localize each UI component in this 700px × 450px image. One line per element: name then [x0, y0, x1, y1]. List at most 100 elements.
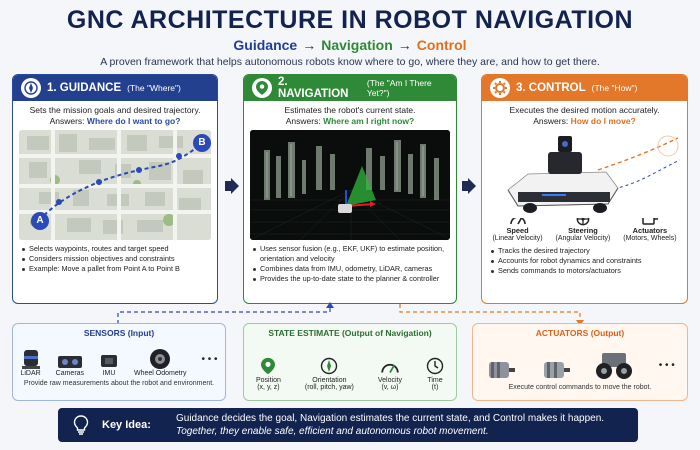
- guidance-answers: Answers: Where do I want to go?: [13, 116, 217, 126]
- control-stat-label: Speed: [506, 226, 529, 235]
- flow-arrow-2: →: [397, 37, 412, 53]
- sensor-label: IMU: [102, 370, 116, 377]
- guidance-bullets: Selects waypoints, routes and target spe…: [13, 240, 217, 274]
- camera-icon: [57, 356, 82, 368]
- key-idea-text: Guidance decides the goal, Navigation es…: [176, 412, 604, 438]
- flow-arrow-1: →: [302, 37, 317, 53]
- navigation-answers-question: Where am I right now?: [323, 116, 415, 126]
- gear-icon: [490, 78, 510, 98]
- control-heading: 3. CONTROL: [516, 82, 586, 94]
- navigation-heading: 2. NAVIGATION: [278, 76, 349, 100]
- control-bullet: Accounts for robot dynamics and constrai…: [490, 256, 679, 266]
- lightbulb-icon: [73, 415, 89, 435]
- guidance-map-image: A B: [19, 130, 211, 240]
- guidance-bullet: Example: Move a pallet from Point A to P…: [21, 264, 209, 274]
- gnc-flow-line: Guidance→Navigation→Control: [0, 37, 700, 53]
- control-stat-label: Actuators: [632, 226, 668, 235]
- sensor-lidar: LiDAR: [20, 348, 41, 377]
- sensor-imu: IMU: [99, 352, 119, 377]
- flow-guidance: Guidance: [233, 37, 298, 53]
- actuators-row: • • •: [473, 341, 687, 381]
- control-header: 3. CONTROL (The "How"): [482, 75, 687, 101]
- navigation-answers: Answers: Where am I right now?: [244, 116, 456, 126]
- navigation-answers-label: Answers:: [285, 116, 321, 126]
- sensors-box: SENSORS (Input) LiDAR Cameras IMU Wheel …: [12, 323, 226, 401]
- control-robot-image: [488, 130, 681, 218]
- state-label: Time: [427, 377, 443, 384]
- guidance-description: Sets the mission goals and desired traje…: [29, 105, 201, 115]
- navigation-panel: 2. NAVIGATION (The "Am I There Yet?") Es…: [243, 74, 457, 304]
- state-velocity: Velocity (v, ω): [378, 359, 402, 391]
- point-b-marker: B: [193, 134, 211, 152]
- navigation-bullet: Provides the up-to-date state to the pla…: [252, 274, 448, 284]
- navigation-bullet: Combines data from IMU, odometry, LiDAR,…: [252, 264, 448, 274]
- speedometer-icon: [381, 363, 399, 373]
- motor-icon: [543, 362, 570, 378]
- compass-icon: [321, 357, 338, 375]
- imu-icon: [101, 355, 118, 367]
- sensor-label: Wheel Odometry: [133, 370, 187, 377]
- state-label: Velocity: [377, 377, 402, 384]
- state-estimate-box: STATE ESTIMATE (Output of Navigation) Po…: [243, 323, 457, 401]
- clock-icon: [426, 357, 444, 375]
- wheel-icon: [150, 349, 171, 369]
- control-heading-sub: (The "How"): [591, 83, 638, 93]
- state-detail: (x, y, z): [257, 384, 280, 391]
- flow-navigation: Navigation: [321, 37, 393, 53]
- navigation-heading-sub: (The "Am I There Yet?"): [366, 78, 432, 98]
- sensor-wheel-odometry: Wheel Odometry: [134, 348, 187, 377]
- compass-icon: [21, 78, 41, 98]
- control-answers-label: Answers:: [533, 116, 569, 126]
- actuators-footer: Execute control commands to move the rob…: [508, 384, 652, 391]
- page-subtitle: A proven framework that helps autonomous…: [100, 56, 600, 68]
- location-pin-icon: [252, 78, 272, 98]
- key-idea-line2: Together, they enable safe, efficient an…: [176, 426, 489, 437]
- location-pin-icon: [261, 357, 276, 375]
- control-answers: Answers: How do I move?: [482, 116, 687, 126]
- lidar-icon: [21, 350, 40, 369]
- key-idea-banner: Key Idea: Guidance decides the goal, Nav…: [58, 408, 638, 442]
- state-position: Position (x, y, z): [256, 357, 281, 391]
- control-description: Executes the desired motion accurately.: [509, 105, 660, 115]
- control-stat-detail: (Linear Velocity): [492, 235, 543, 242]
- control-stat-label: Steering: [568, 226, 598, 235]
- navigation-header: 2. NAVIGATION (The "Am I There Yet?"): [244, 75, 456, 101]
- motor-icon: [489, 362, 516, 378]
- arrow-guidance-to-navigation: [225, 178, 239, 194]
- state-row: Position (x, y, z) Orientation (roll, pi…: [244, 341, 456, 391]
- navigation-bullet: Uses sensor fusion (e.g., EKF, UKF) to e…: [252, 244, 448, 264]
- state-title: STATE ESTIMATE (Output of Navigation): [268, 328, 432, 338]
- control-panel: 3. CONTROL (The "How") Executes the desi…: [481, 74, 688, 304]
- page-title: GNC ARCHITECTURE IN ROBOT NAVIGATION: [66, 6, 634, 34]
- sensors-row: LiDAR Cameras IMU Wheel Odometry • • •: [13, 341, 225, 377]
- guidance-panel: 1. GUIDANCE (The "Where") Sets the missi…: [12, 74, 218, 304]
- sensor-label: LiDAR: [20, 370, 41, 377]
- navigation-description: Estimates the robot's current state.: [284, 105, 416, 115]
- control-bullets: Tracks the desired trajectory Accounts f…: [482, 242, 687, 276]
- key-idea-line1: Guidance decides the goal, Navigation es…: [176, 413, 605, 424]
- guidance-bullet: Selects waypoints, routes and target spe…: [21, 244, 209, 254]
- state-time: Time (t): [426, 357, 444, 391]
- state-orientation: Orientation (roll, pitch, yaw): [305, 357, 354, 391]
- control-bullet: Sends commands to motors/actuators: [490, 266, 679, 276]
- guidance-heading-sub: (The "Where"): [127, 83, 181, 93]
- navigation-pointcloud-image: [250, 130, 450, 240]
- point-a-marker: A: [31, 212, 49, 230]
- sensors-more: • • •: [201, 354, 218, 365]
- guidance-answers-question: Where do I want to go?: [86, 116, 181, 126]
- state-detail: (t): [431, 384, 439, 391]
- wheel-drive-icon: [596, 353, 633, 379]
- sensor-label: Cameras: [55, 370, 85, 377]
- control-stat-detail: (Angular Velocity): [555, 235, 611, 242]
- actuators-title: ACTUATORS (Output): [535, 328, 625, 338]
- state-label: Position: [255, 377, 281, 384]
- guidance-bullet: Considers mission objectives and constra…: [21, 254, 209, 264]
- state-detail: (roll, pitch, yaw): [304, 384, 354, 391]
- arrow-navigation-to-control: [462, 178, 476, 194]
- sensor-cameras: Cameras: [56, 352, 84, 377]
- actuators-box: ACTUATORS (Output) • • • Execute control…: [472, 323, 688, 401]
- control-answers-question: How do I move?: [570, 116, 636, 126]
- state-label: Orientation: [312, 377, 347, 384]
- guidance-heading: 1. GUIDANCE: [47, 82, 122, 94]
- actuators-more: • • •: [658, 360, 675, 371]
